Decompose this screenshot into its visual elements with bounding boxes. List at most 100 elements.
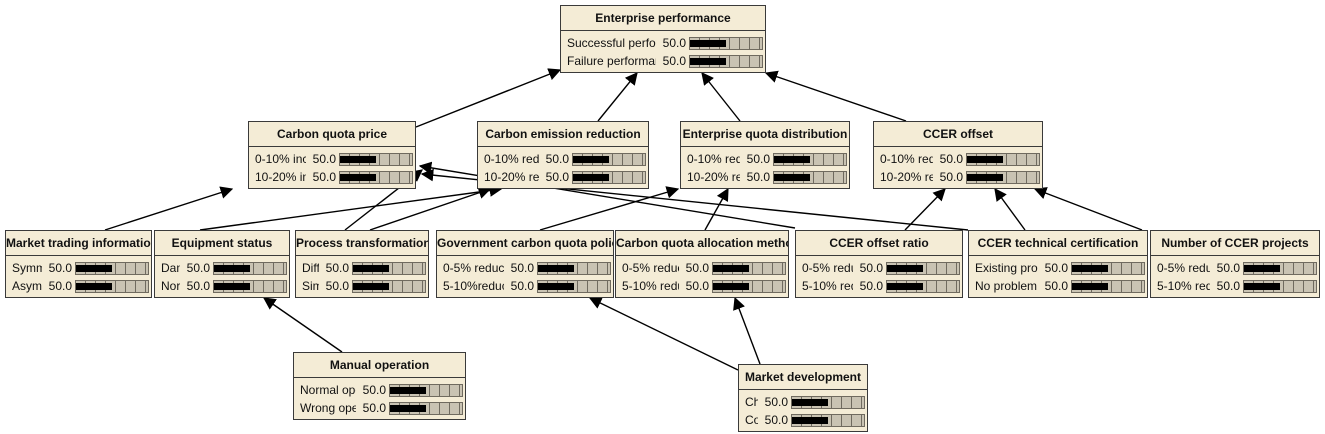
state-name: 10-20% reduction [687,170,740,184]
node-title: Carbon emission reduction [478,122,648,147]
state-row: Existing problems50.0 [975,259,1145,277]
state-name: 10-20% increase [255,170,306,184]
probability-bar-fill [713,282,749,290]
state-name: Normal [161,279,180,293]
node-equipment-status[interactable]: Equipment statusDamage50.0Normal50.0 [154,230,290,298]
state-row: 0-10% reduction 50.0 [484,150,646,168]
state-probability: 50.0 [939,170,963,184]
state-name: 5-10% reduction [1157,279,1210,293]
state-name: Failure performance [567,54,656,68]
state-probability: 50.0 [545,152,569,166]
state-row: 0-10% reduction 50.0 [687,150,847,168]
node-carbon-emission-reduction[interactable]: Carbon emission reduction 0-10% reduction… [477,121,649,189]
probability-bar-fill [573,173,609,181]
node-market-trading-information[interactable]: Market trading informationSymmetric50.0A… [5,230,152,298]
node-states: 0-5% reduction50.05-10% reduction50.0 [616,256,788,297]
node-states: 0-5% reduction50.05-10% reduction50.0 [1151,256,1319,297]
state-probability: 50.0 [764,413,788,427]
state-name: No problem [975,279,1038,293]
edge-carbon-quota-price-to-enterprise-performance [415,68,562,128]
state-row: 0-10% reduction50.0 [880,150,1040,168]
state-row: Failure performance50.0 [567,52,763,70]
state-probability: 50.0 [746,170,770,184]
state-row: Constant50.0 [745,411,865,429]
state-row: Normal operation50.0 [300,381,463,399]
probability-bar [389,383,463,397]
state-probability: 50.0 [685,261,709,275]
probability-bar [352,261,426,275]
state-row: Simple50.0 [302,277,426,295]
probability-bar-fill [76,282,112,290]
edge-market-development-to-carbon-quota-allocation-method [733,296,761,365]
state-name: Asymmetry [12,279,42,293]
state-probability: 50.0 [764,395,788,409]
state-row: Symmetric50.0 [12,259,149,277]
state-probability: 50.0 [1216,261,1240,275]
node-title: Government carbon quota policy [437,231,613,256]
node-title: Number of CCER projects [1151,231,1319,256]
probability-bar-fill [390,404,426,412]
state-name: 0-10% reduction [880,152,933,166]
state-row: 10-20% reduction 50.0 [687,168,847,186]
state-row: Difficult50.0 [302,259,426,277]
state-row: Change50.0 [745,393,865,411]
probability-bar [75,261,149,275]
state-row: 5-10% reduction50.0 [802,277,960,295]
state-name: 0-10% reduction [687,152,740,166]
state-name: 0-10% increase [255,152,306,166]
node-title: Enterprise performance [561,6,765,31]
probability-bar-fill [792,416,828,424]
state-name: 0-5% reduction [802,261,853,275]
state-name: 5-10% reduction [622,279,679,293]
state-probability: 50.0 [746,152,770,166]
edge-process-transformation-to-carbon-emission-reduction [369,186,492,231]
probability-bar [791,395,865,409]
node-states: Symmetric50.0Asymmetry50.0 [6,256,151,297]
node-title: Manual operation [294,353,465,378]
state-probability: 50.0 [510,261,534,275]
state-row: Normal50.0 [161,277,287,295]
probability-bar-fill [1072,282,1108,290]
node-process-transformation[interactable]: Process transformationDifficult50.0Simpl… [295,230,429,298]
probability-bar [537,261,611,275]
probability-bar [712,261,786,275]
state-row: 0-10% increase50.0 [255,150,413,168]
node-states: Change50.0Constant50.0 [739,390,867,431]
state-name: 10-20% reduction [484,170,539,184]
probability-bar-fill [887,264,923,272]
edge-carbon-emission-reduction-to-enterprise-performance [597,72,638,122]
probability-bar [572,170,646,184]
edge-market-trading-information-to-carbon-quota-price [104,186,234,231]
edge-equipment-status-to-carbon-emission-reduction [199,184,503,231]
probability-bar [886,279,960,293]
node-title: Carbon quota allocation method [616,231,788,256]
state-probability: 50.0 [312,170,336,184]
probability-bar [886,261,960,275]
edge-carbon-quota-allocation-method-to-enterprise-quota-distribution [704,187,729,231]
state-name: 0-10% reduction [484,152,539,166]
node-market-development[interactable]: Market developmentChange50.0Constant50.0 [738,364,868,432]
node-title: Market development [739,365,867,390]
state-row: Asymmetry50.0 [12,277,149,295]
state-name: Normal operation [300,383,356,397]
probability-bar [537,279,611,293]
state-probability: 50.0 [859,261,883,275]
node-title: Market trading information [6,231,151,256]
probability-bar [339,170,413,184]
state-probability: 50.0 [325,261,349,275]
state-row: 5-10% reduction50.0 [1157,277,1317,295]
state-probability: 50.0 [510,279,534,293]
node-states: Difficult50.0Simple50.0 [296,256,428,297]
